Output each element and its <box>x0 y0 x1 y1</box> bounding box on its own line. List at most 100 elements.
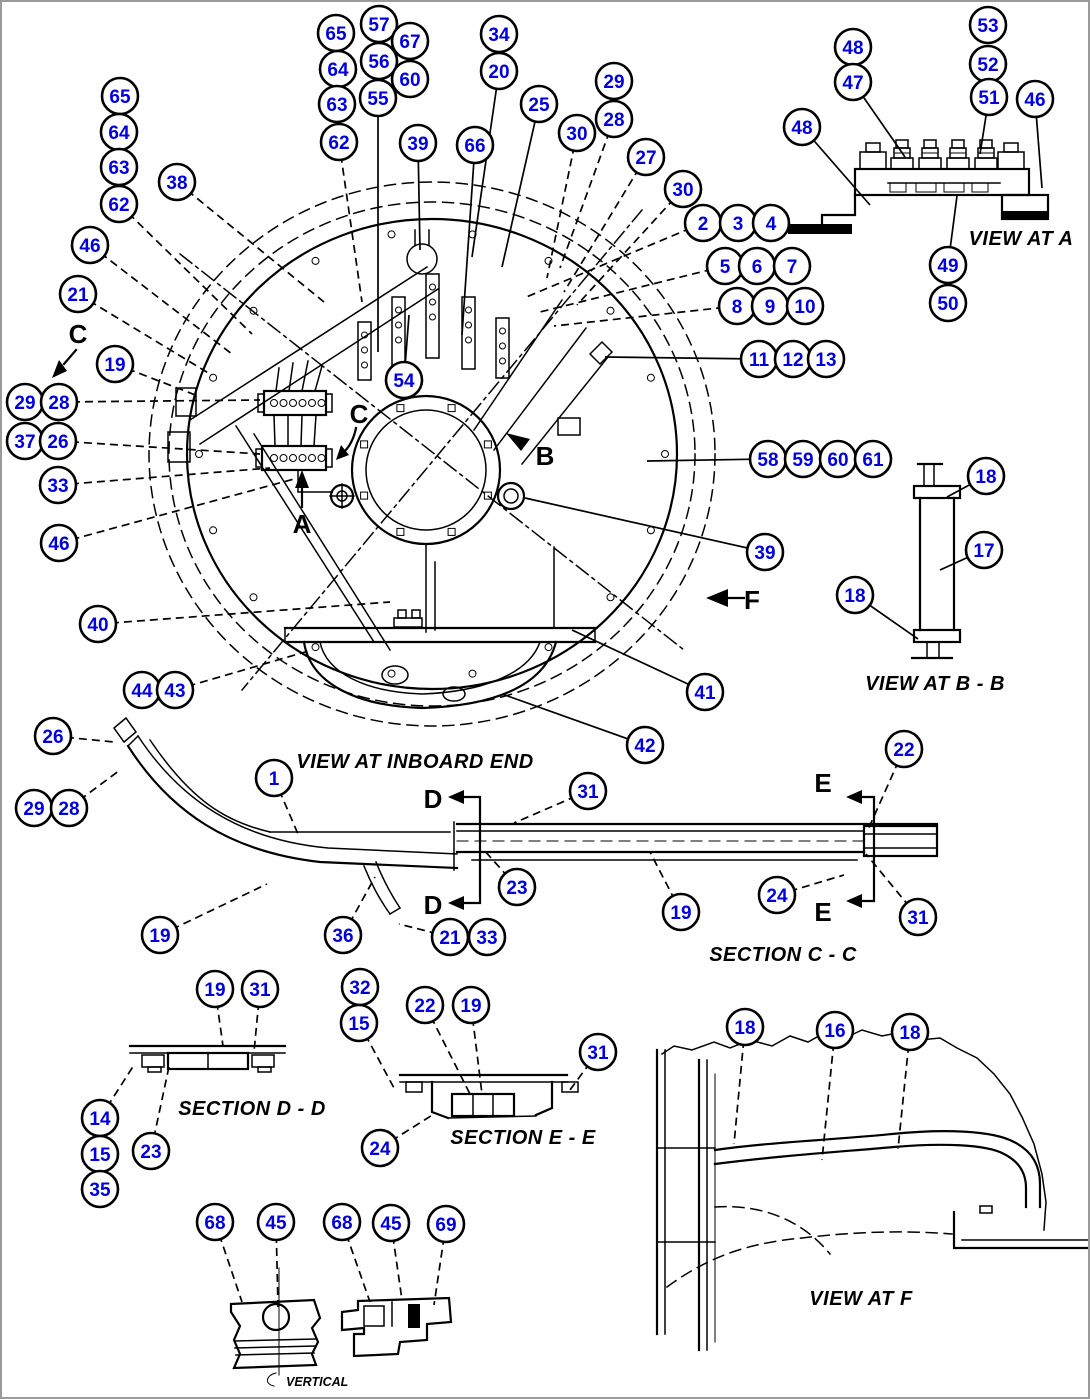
callout-balloon-53[interactable]: 53 <box>968 5 1008 45</box>
callout-balloon-26[interactable]: 26 <box>33 716 73 756</box>
callout-balloon-28[interactable]: 28 <box>39 382 79 422</box>
callout-balloon-7[interactable]: 7 <box>772 246 812 286</box>
callout-balloon-1[interactable]: 1 <box>254 758 294 798</box>
callout-balloon-61[interactable]: 61 <box>853 439 893 479</box>
callout-balloon-68[interactable]: 68 <box>195 1202 235 1242</box>
callout-balloon-30[interactable]: 30 <box>557 113 597 153</box>
callout-balloon-19[interactable]: 19 <box>140 915 180 955</box>
callout-balloon-3[interactable]: 3 <box>718 203 758 243</box>
callout-balloon-52[interactable]: 52 <box>968 44 1008 84</box>
callout-balloon-46[interactable]: 46 <box>70 225 110 265</box>
callout-balloon-36[interactable]: 36 <box>323 915 363 955</box>
callout-balloon-42[interactable]: 42 <box>625 725 665 765</box>
callout-balloon-29[interactable]: 29 <box>5 382 45 422</box>
callout-balloon-34[interactable]: 34 <box>479 14 519 54</box>
callout-balloon-39[interactable]: 39 <box>745 532 785 572</box>
callout-balloon-63[interactable]: 63 <box>317 84 357 124</box>
callout-balloon-19[interactable]: 19 <box>95 344 135 384</box>
callout-balloon-59[interactable]: 59 <box>783 439 823 479</box>
callout-balloon-60[interactable]: 60 <box>818 439 858 479</box>
callout-balloon-29[interactable]: 29 <box>594 61 634 101</box>
callout-balloon-18[interactable]: 18 <box>835 575 875 615</box>
callout-balloon-30[interactable]: 30 <box>663 169 703 209</box>
callout-balloon-66[interactable]: 66 <box>455 125 495 165</box>
callout-balloon-19[interactable]: 19 <box>195 969 235 1009</box>
callout-balloon-16[interactable]: 16 <box>815 1010 855 1050</box>
callout-balloon-14[interactable]: 14 <box>80 1098 120 1138</box>
callout-balloon-65[interactable]: 65 <box>316 13 356 53</box>
callout-balloon-17[interactable]: 17 <box>964 530 1004 570</box>
callout-balloon-13[interactable]: 13 <box>806 339 846 379</box>
callout-balloon-44[interactable]: 44 <box>122 670 162 710</box>
callout-balloon-28[interactable]: 28 <box>49 788 89 828</box>
callout-balloon-39[interactable]: 39 <box>398 123 438 163</box>
callout-balloon-67[interactable]: 67 <box>390 21 430 61</box>
callout-balloon-68[interactable]: 68 <box>322 1202 362 1242</box>
callout-balloon-62[interactable]: 62 <box>319 122 359 162</box>
callout-balloon-24[interactable]: 24 <box>360 1128 400 1168</box>
callout-balloon-62[interactable]: 62 <box>99 184 139 224</box>
callout-balloon-24[interactable]: 24 <box>757 875 797 915</box>
callout-balloon-10[interactable]: 10 <box>785 286 825 326</box>
callout-balloon-31[interactable]: 31 <box>568 771 608 811</box>
callout-balloon-15[interactable]: 15 <box>80 1134 120 1174</box>
callout-balloon-18[interactable]: 18 <box>890 1012 930 1052</box>
callout-balloon-48[interactable]: 48 <box>782 107 822 147</box>
callout-balloon-15[interactable]: 15 <box>339 1003 379 1043</box>
callout-balloon-33[interactable]: 33 <box>38 465 78 505</box>
callout-balloon-5[interactable]: 5 <box>705 246 745 286</box>
callout-balloon-22[interactable]: 22 <box>405 985 445 1025</box>
callout-balloon-50[interactable]: 50 <box>928 283 968 323</box>
callout-balloon-18[interactable]: 18 <box>725 1007 765 1047</box>
callout-balloon-31[interactable]: 31 <box>898 897 938 937</box>
callout-balloon-25[interactable]: 25 <box>519 84 559 124</box>
callout-balloon-47[interactable]: 47 <box>833 62 873 102</box>
callout-balloon-48[interactable]: 48 <box>833 27 873 67</box>
callout-balloon-55[interactable]: 55 <box>358 78 398 118</box>
callout-balloon-64[interactable]: 64 <box>318 49 358 89</box>
callout-balloon-40[interactable]: 40 <box>78 604 118 644</box>
callout-balloon-65[interactable]: 65 <box>100 76 140 116</box>
callout-balloon-27[interactable]: 27 <box>626 137 666 177</box>
callout-balloon-19[interactable]: 19 <box>661 892 701 932</box>
callout-balloon-45[interactable]: 45 <box>256 1202 296 1242</box>
callout-balloon-60[interactable]: 60 <box>390 59 430 99</box>
callout-balloon-28[interactable]: 28 <box>594 99 634 139</box>
callout-balloon-63[interactable]: 63 <box>99 147 139 187</box>
callout-balloon-37[interactable]: 37 <box>5 421 45 461</box>
callout-balloon-26[interactable]: 26 <box>38 421 78 461</box>
callout-balloon-46[interactable]: 46 <box>1015 79 1055 119</box>
callout-balloon-54[interactable]: 54 <box>384 360 424 400</box>
callout-balloon-6[interactable]: 6 <box>737 246 777 286</box>
callout-balloon-31[interactable]: 31 <box>578 1032 618 1072</box>
callout-balloon-20[interactable]: 20 <box>479 51 519 91</box>
callout-balloon-31[interactable]: 31 <box>240 969 280 1009</box>
callout-balloon-18[interactable]: 18 <box>966 456 1006 496</box>
callout-balloon-41[interactable]: 41 <box>685 672 725 712</box>
callout-balloon-35[interactable]: 35 <box>80 1169 120 1209</box>
callout-balloon-23[interactable]: 23 <box>497 867 537 907</box>
callout-balloon-51[interactable]: 51 <box>969 77 1009 117</box>
callout-balloon-8[interactable]: 8 <box>717 286 757 326</box>
callout-balloon-38[interactable]: 38 <box>157 162 197 202</box>
callout-balloon-19[interactable]: 19 <box>451 985 491 1025</box>
callout-balloon-21[interactable]: 21 <box>58 274 98 314</box>
callout-balloon-69[interactable]: 69 <box>426 1204 466 1244</box>
callout-balloon-58[interactable]: 58 <box>748 439 788 479</box>
callout-balloon-4[interactable]: 4 <box>751 203 791 243</box>
callout-balloon-22[interactable]: 22 <box>884 729 924 769</box>
callout-balloon-45[interactable]: 45 <box>371 1203 411 1243</box>
callout-balloon-11[interactable]: 11 <box>739 339 779 379</box>
callout-balloon-43[interactable]: 43 <box>155 670 195 710</box>
callout-balloon-46[interactable]: 46 <box>39 523 79 563</box>
callout-balloon-9[interactable]: 9 <box>750 286 790 326</box>
callout-balloon-49[interactable]: 49 <box>928 245 968 285</box>
callout-balloon-23[interactable]: 23 <box>131 1131 171 1171</box>
callout-balloon-64[interactable]: 64 <box>99 112 139 152</box>
callout-balloon-29[interactable]: 29 <box>14 788 54 828</box>
callout-balloon-32[interactable]: 32 <box>340 967 380 1007</box>
callout-balloon-33[interactable]: 33 <box>467 917 507 957</box>
callout-balloon-12[interactable]: 12 <box>773 339 813 379</box>
callout-balloon-2[interactable]: 2 <box>683 203 723 243</box>
callout-balloon-21[interactable]: 21 <box>430 917 470 957</box>
